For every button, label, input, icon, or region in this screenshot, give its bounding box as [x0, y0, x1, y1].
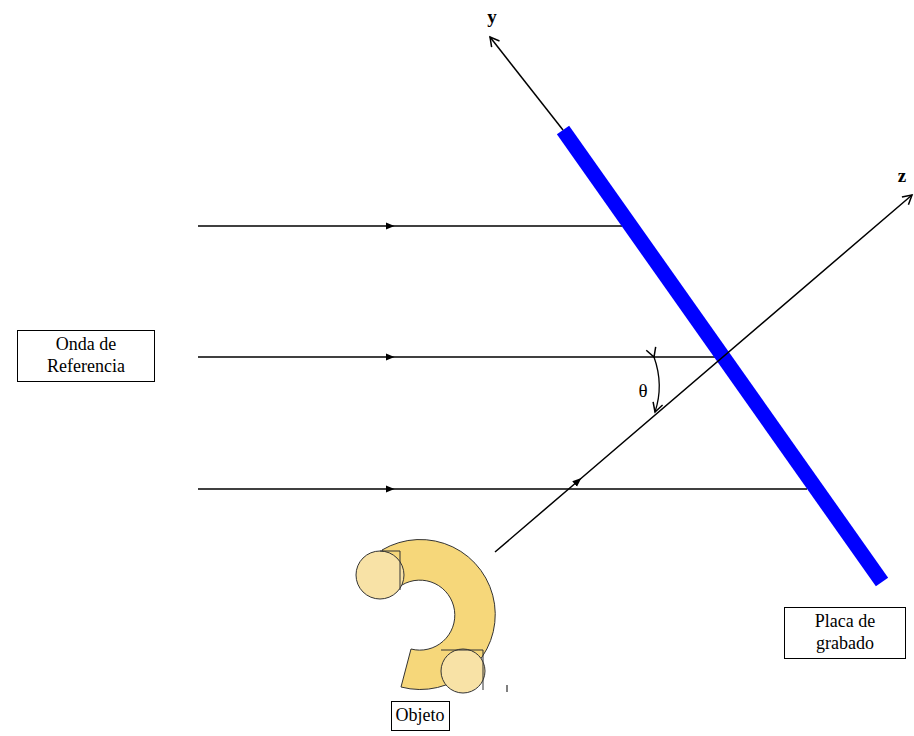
recording-plate [563, 130, 882, 582]
label-box: Onda de Referencia [17, 330, 155, 381]
angle-arc [654, 357, 659, 412]
z-axis [495, 195, 912, 552]
object-shape [356, 540, 495, 693]
y-axis [490, 37, 563, 130]
axis-label: z [898, 166, 906, 185]
box-label: Onda de Referencia [26, 334, 146, 377]
axis-label: y [487, 7, 497, 26]
label-box: Placa de grabado [784, 607, 906, 658]
axis-label: θ [638, 381, 647, 400]
box-label: Placa de grabado [793, 611, 897, 654]
tick [507, 685, 508, 692]
label-box: Objeto [391, 701, 450, 731]
box-label: Objeto [396, 705, 445, 727]
